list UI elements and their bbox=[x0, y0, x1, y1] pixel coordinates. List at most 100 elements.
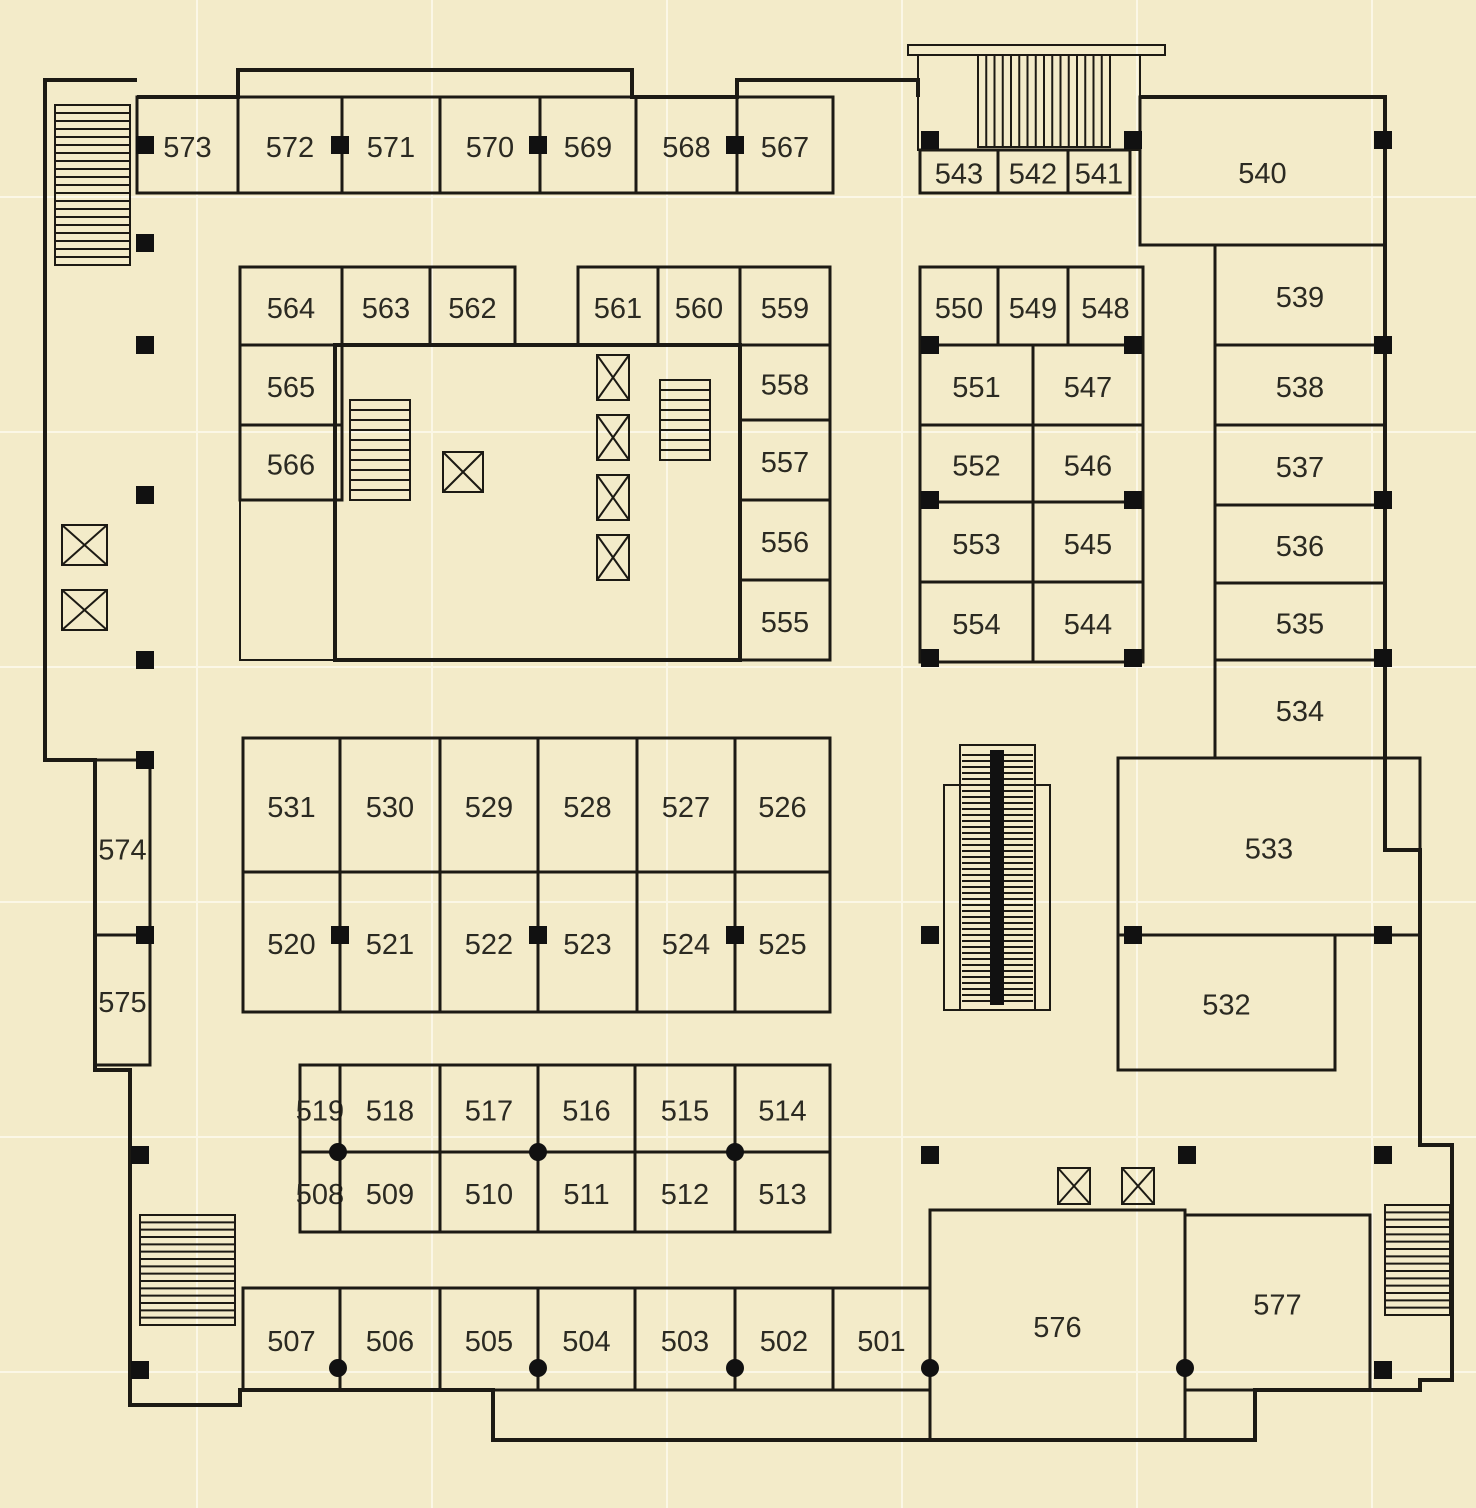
room-543[interactable]: 543 bbox=[918, 148, 1000, 195]
room-number: 573 bbox=[163, 132, 211, 164]
room-529[interactable]: 529 bbox=[438, 736, 540, 874]
room-number: 528 bbox=[563, 792, 611, 824]
room-519[interactable]: 519 bbox=[296, 1063, 344, 1154]
staircase-icon bbox=[349, 399, 411, 501]
room-577[interactable]: 577 bbox=[1183, 1213, 1372, 1392]
room-number: 556 bbox=[761, 527, 809, 559]
room-510[interactable]: 510 bbox=[438, 1150, 540, 1234]
structural-column bbox=[726, 136, 744, 154]
room-535[interactable]: 535 bbox=[1213, 581, 1387, 662]
structural-column bbox=[529, 1143, 547, 1161]
room-539[interactable]: 539 bbox=[1213, 243, 1387, 347]
structural-column bbox=[529, 136, 547, 154]
room-501[interactable]: 501 bbox=[831, 1286, 932, 1392]
room-507[interactable]: 507 bbox=[241, 1286, 342, 1392]
room-number: 518 bbox=[366, 1096, 414, 1128]
room-561[interactable]: 561 bbox=[576, 265, 660, 347]
room-541[interactable]: 541 bbox=[1066, 148, 1132, 195]
room-518[interactable]: 518 bbox=[338, 1063, 442, 1154]
room-536[interactable]: 536 bbox=[1213, 503, 1387, 585]
room-544[interactable]: 544 bbox=[1031, 580, 1145, 664]
room-566[interactable]: 566 bbox=[238, 423, 344, 502]
elevator-icon bbox=[442, 451, 484, 493]
room-553[interactable]: 553 bbox=[918, 500, 1035, 584]
room-571[interactable]: 571 bbox=[340, 95, 442, 195]
room-549[interactable]: 549 bbox=[996, 265, 1070, 347]
room-576[interactable]: 576 bbox=[928, 1208, 1187, 1442]
room-530[interactable]: 530 bbox=[338, 736, 442, 874]
room-509[interactable]: 509 bbox=[338, 1150, 442, 1234]
room-540[interactable]: 540 bbox=[1138, 95, 1387, 247]
room-525[interactable]: 525 bbox=[733, 870, 832, 1014]
room-567[interactable]: 567 bbox=[735, 95, 835, 195]
room-523[interactable]: 523 bbox=[536, 870, 639, 1014]
room-514[interactable]: 514 bbox=[733, 1063, 832, 1154]
structural-column bbox=[329, 1359, 347, 1377]
room-515[interactable]: 515 bbox=[633, 1063, 737, 1154]
structural-column bbox=[136, 651, 154, 669]
room-558[interactable]: 558 bbox=[738, 343, 832, 422]
room-537[interactable]: 537 bbox=[1213, 423, 1387, 507]
room-526[interactable]: 526 bbox=[733, 736, 832, 874]
room-531[interactable]: 531 bbox=[241, 736, 342, 874]
room-572[interactable]: 572 bbox=[236, 95, 344, 195]
room-number: 513 bbox=[758, 1179, 806, 1211]
room-555[interactable]: 555 bbox=[738, 578, 832, 662]
room-524[interactable]: 524 bbox=[635, 870, 737, 1014]
room-538[interactable]: 538 bbox=[1213, 343, 1387, 427]
room-outline bbox=[1183, 1213, 1372, 1392]
room-506[interactable]: 506 bbox=[338, 1286, 442, 1392]
room-505[interactable]: 505 bbox=[438, 1286, 540, 1392]
room-522[interactable]: 522 bbox=[438, 870, 540, 1014]
room-504[interactable]: 504 bbox=[536, 1286, 637, 1392]
room-520[interactable]: 520 bbox=[241, 870, 342, 1014]
room-550[interactable]: 550 bbox=[918, 265, 1000, 347]
room-564[interactable]: 564 bbox=[238, 265, 344, 347]
room-503[interactable]: 503 bbox=[633, 1286, 737, 1392]
room-532[interactable]: 532 bbox=[1116, 933, 1337, 1072]
room-number: 560 bbox=[675, 293, 723, 325]
room-545[interactable]: 545 bbox=[1031, 500, 1145, 584]
room-542[interactable]: 542 bbox=[996, 148, 1070, 195]
room-533[interactable]: 533 bbox=[1116, 756, 1422, 937]
room-556[interactable]: 556 bbox=[738, 498, 832, 582]
staircase-icon bbox=[977, 54, 1111, 148]
room-521[interactable]: 521 bbox=[338, 870, 442, 1014]
room-547[interactable]: 547 bbox=[1031, 343, 1145, 427]
structural-column bbox=[921, 1359, 939, 1377]
room-number: 553 bbox=[952, 529, 1000, 561]
room-number: 567 bbox=[761, 132, 809, 164]
room-563[interactable]: 563 bbox=[340, 265, 432, 347]
room-548[interactable]: 548 bbox=[1066, 265, 1145, 347]
room-570[interactable]: 570 bbox=[438, 95, 542, 195]
room-513[interactable]: 513 bbox=[733, 1150, 832, 1234]
room-568[interactable]: 568 bbox=[634, 95, 739, 195]
room-562[interactable]: 562 bbox=[428, 265, 517, 347]
room-number: 559 bbox=[761, 293, 809, 325]
room-528[interactable]: 528 bbox=[536, 736, 639, 874]
room-551[interactable]: 551 bbox=[918, 343, 1035, 427]
room-number: 554 bbox=[952, 609, 1000, 641]
room-559[interactable]: 559 bbox=[738, 265, 832, 347]
room-511[interactable]: 511 bbox=[536, 1150, 637, 1234]
room-574[interactable]: 574 bbox=[93, 758, 152, 937]
room-number: 534 bbox=[1276, 696, 1324, 728]
room-575[interactable]: 575 bbox=[93, 933, 152, 1067]
room-517[interactable]: 517 bbox=[438, 1063, 540, 1154]
room-560[interactable]: 560 bbox=[656, 265, 742, 347]
room-569[interactable]: 569 bbox=[538, 95, 638, 195]
room-516[interactable]: 516 bbox=[536, 1063, 637, 1154]
room-546[interactable]: 546 bbox=[1031, 423, 1145, 504]
room-527[interactable]: 527 bbox=[635, 736, 737, 874]
structural-column bbox=[136, 751, 154, 769]
structural-column bbox=[1176, 1359, 1194, 1377]
room-outline bbox=[733, 1150, 832, 1234]
room-534[interactable]: 534 bbox=[1213, 658, 1387, 760]
room-number: 541 bbox=[1075, 159, 1123, 191]
room-512[interactable]: 512 bbox=[633, 1150, 737, 1234]
room-565[interactable]: 565 bbox=[238, 343, 344, 427]
room-number: 515 bbox=[661, 1096, 709, 1128]
room-552[interactable]: 552 bbox=[918, 423, 1035, 504]
room-508[interactable]: 508 bbox=[296, 1150, 344, 1234]
room-502[interactable]: 502 bbox=[733, 1286, 835, 1392]
